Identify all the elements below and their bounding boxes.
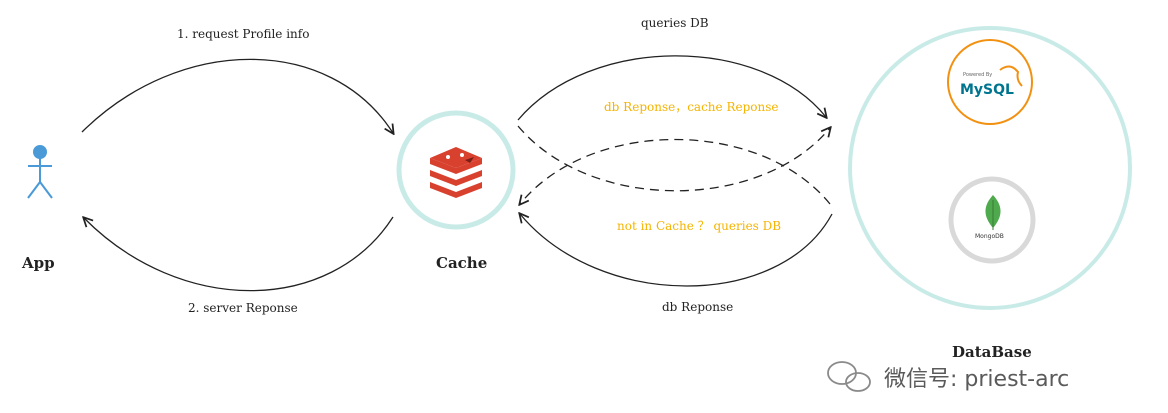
user-icon — [27, 145, 53, 199]
app-label: App — [21, 254, 55, 272]
wechat-icon — [827, 361, 871, 392]
dolphin-icon — [999, 65, 1023, 87]
mongodb-logo: MongoDB — [975, 195, 1004, 240]
queries-arrow — [517, 55, 826, 121]
response-arrow — [84, 217, 394, 292]
response-label: 2. server Reponse — [188, 301, 298, 315]
database-label: DataBase — [952, 343, 1032, 361]
mongodb-text: MongoDB — [975, 233, 1004, 240]
db-response-arrow — [520, 214, 833, 287]
mysql-ring — [947, 39, 1033, 125]
cache-label: Cache — [436, 254, 487, 272]
watermark-text: 微信号: priest-arc — [884, 367, 1069, 392]
db-to-cache-dashed-arrow — [520, 138, 831, 205]
mysql-logo: Powered By MySQL — [960, 65, 1023, 98]
request-arrow — [81, 58, 393, 133]
db-cache-response-label: db Reponse，cache Reponse — [604, 100, 778, 114]
mysql-text: MySQL — [960, 82, 1014, 98]
cache-to-db-dashed-arrow — [517, 125, 830, 192]
request-label: 1. request Profile info — [177, 27, 309, 41]
redis-icon — [430, 147, 482, 198]
queries-label: queries DB — [641, 16, 709, 30]
not-in-cache-label: not in Cache ？ queries DB — [617, 219, 781, 233]
database-ring — [848, 26, 1132, 310]
db-response-label: db Reponse — [662, 300, 733, 314]
mysql-powered-by: Powered By — [963, 72, 992, 78]
